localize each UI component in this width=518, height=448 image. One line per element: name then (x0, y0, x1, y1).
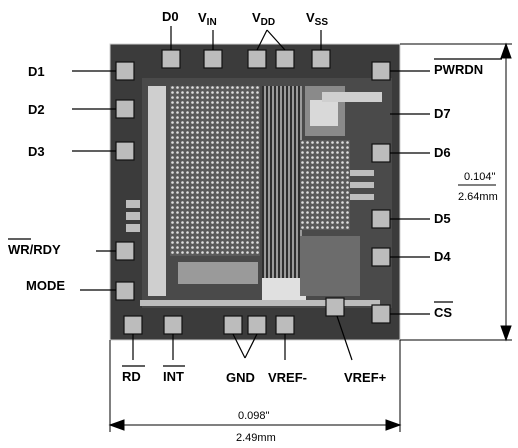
leader-lines (72, 26, 430, 361)
pad-d0 (161, 49, 181, 69)
pad-d2 (115, 99, 135, 119)
pad-d5 (371, 209, 391, 229)
pad-vdd-2 (275, 49, 295, 69)
pad-d4 (371, 247, 391, 267)
dim-width-mm: 2.49mm (236, 432, 276, 444)
pad-vin (203, 49, 223, 69)
label-gnd: GND (226, 370, 255, 385)
array-block-left (170, 86, 260, 256)
label-d2: D2 (28, 102, 45, 117)
pad-cs (371, 304, 391, 324)
bond-pads (115, 49, 391, 335)
overbars (8, 58, 502, 367)
label-d1: D1 (28, 64, 45, 79)
label-d3: D3 (28, 144, 45, 159)
die-photo (109, 43, 401, 341)
pad-vref-minus (275, 315, 295, 335)
pad-vref-plus (325, 297, 345, 317)
pad-vdd-1 (247, 49, 267, 69)
dim-height-mm: 2.64mm (458, 191, 498, 203)
label-vdd: VDD (252, 10, 275, 28)
label-pwrdn: PWRDN (434, 62, 483, 77)
pad-pwrdn (371, 61, 391, 81)
label-wr-rdy: WR/RDY (8, 242, 61, 257)
label-rd: RD (122, 369, 141, 384)
pad-rd (123, 315, 143, 335)
pad-vss (311, 49, 331, 69)
label-d4: D4 (434, 249, 451, 264)
label-d7: D7 (434, 106, 451, 121)
label-d0: D0 (162, 9, 179, 24)
array-block-right (300, 140, 350, 230)
pad-gnd-1 (223, 315, 243, 335)
pad-d1 (115, 61, 135, 81)
label-d5: D5 (434, 211, 451, 226)
label-cs: CS (434, 305, 452, 320)
label-vref-minus: VREF- (268, 370, 307, 385)
pad-gnd-2 (247, 315, 267, 335)
dim-width-inches: 0.098" (238, 410, 270, 422)
label-int: INT (163, 369, 184, 384)
dim-height-inches: 0.104" (464, 171, 496, 183)
label-d6: D6 (434, 145, 451, 160)
label-vref-plus: VREF+ (344, 370, 387, 385)
label-mode: MODE (26, 278, 65, 293)
array-block-mid (262, 86, 302, 286)
pad-d6 (371, 143, 391, 163)
pad-wr-rdy (115, 241, 135, 261)
pad-mode (115, 281, 135, 301)
dimension-lines (108, 42, 512, 432)
pad-d3 (115, 141, 135, 161)
pad-int (163, 315, 183, 335)
left-bus-strip (148, 86, 166, 296)
label-vin: VIN (198, 10, 217, 28)
label-vss: VSS (306, 10, 328, 28)
